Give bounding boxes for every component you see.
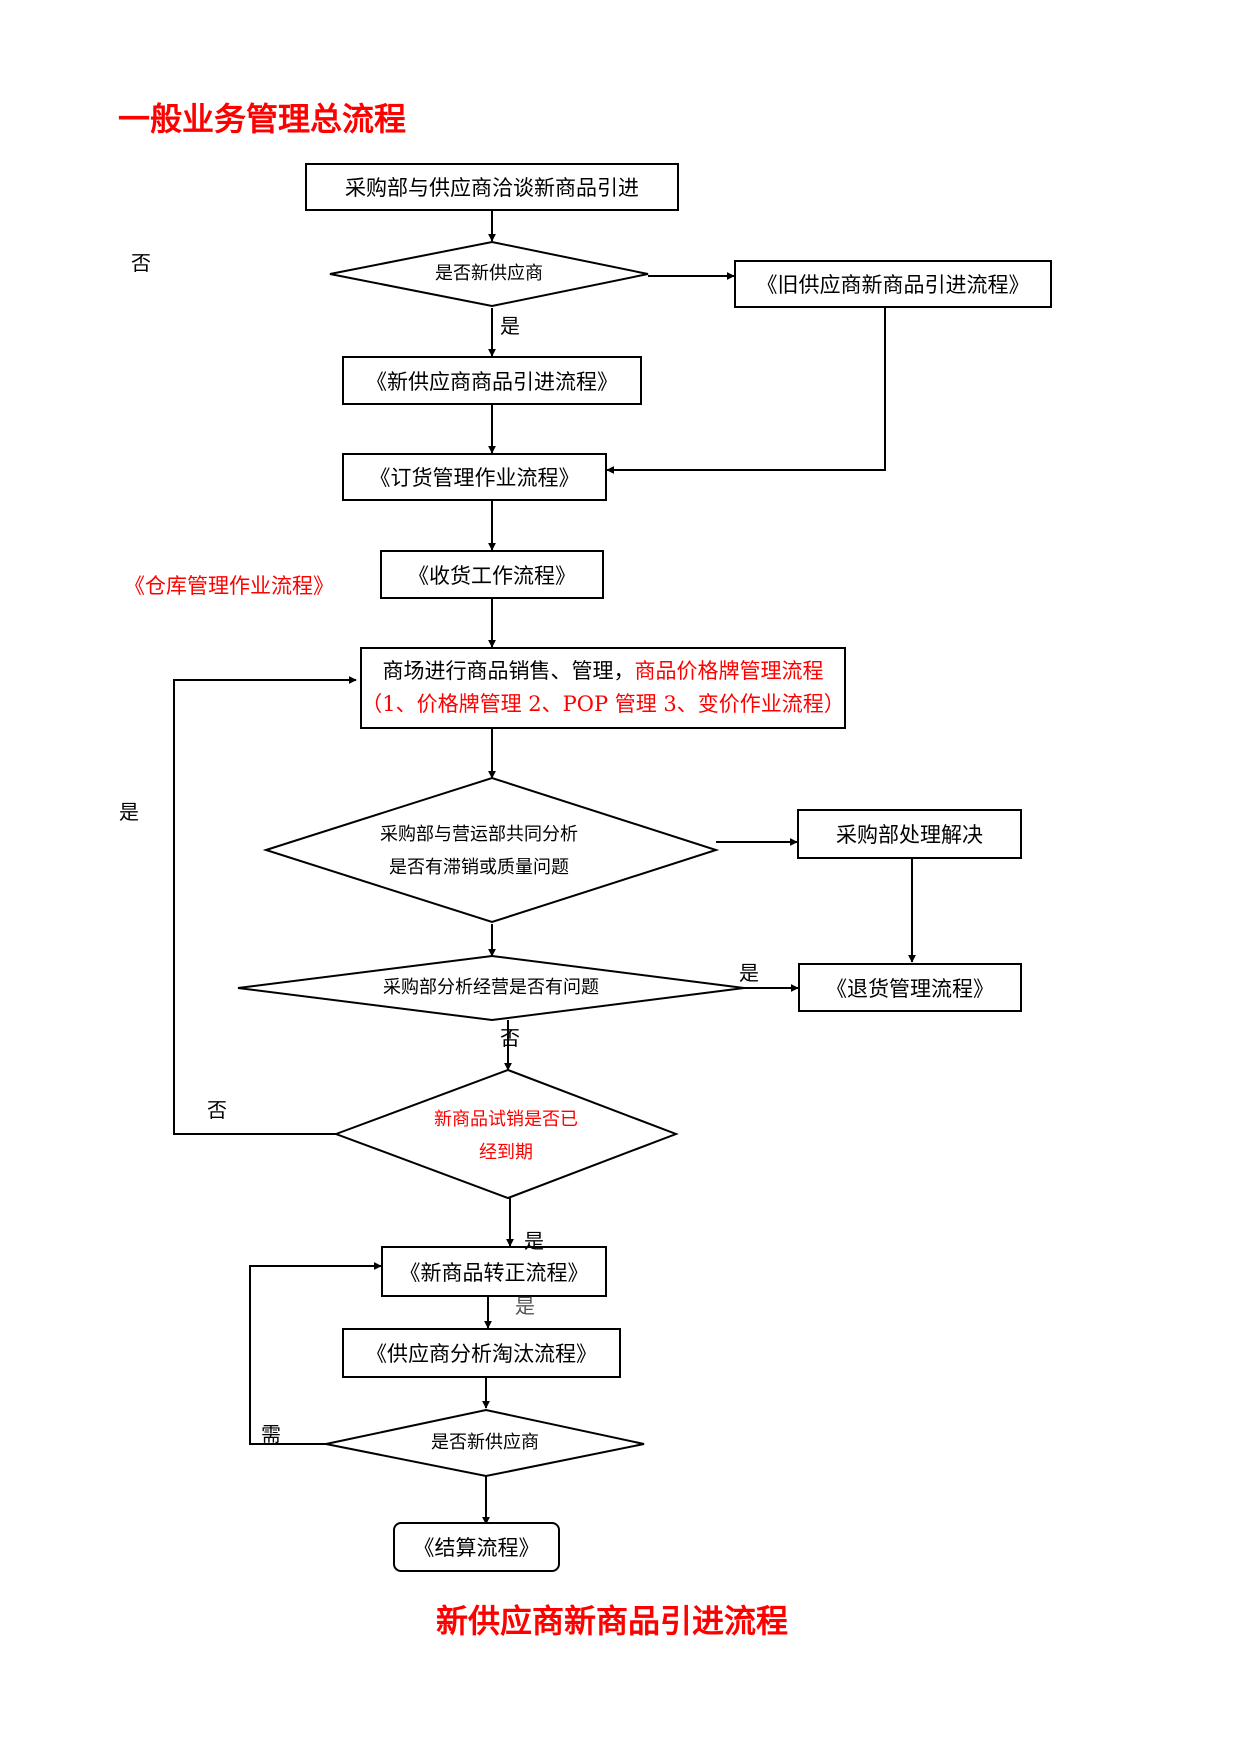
label-yes-new-supplier: 是 — [500, 314, 520, 338]
label-yes-to-return: 是 — [739, 961, 759, 985]
price-tag-flow-link[interactable]: 商品价格牌管理流程 — [634, 659, 824, 683]
label-need: 需 — [261, 1422, 281, 1446]
return-flow-label: 《退货管理流程》 — [826, 976, 994, 1001]
sales-management-box[interactable]: 商场进行商品销售、管理，商品价格牌管理流程 （1、价格牌管理 2、POP 管理 … — [360, 647, 846, 729]
receiving-flow-label: 《收货工作流程》 — [408, 563, 576, 588]
loop-back-to-regularize — [249, 1262, 382, 1445]
old-supplier-flow-label: 《旧供应商新商品引进流程》 — [756, 273, 1030, 297]
supplier-eliminate-flow-label: 《供应商分析淘汰流程》 — [366, 1342, 597, 1366]
purchasing-solve-label: 采购部处理解决 — [836, 823, 983, 847]
decision-purchasing-analysis-text: 采购部分析经营是否有问题 — [383, 977, 599, 998]
return-flow-box[interactable]: 《退货管理流程》 — [798, 963, 1022, 1012]
decision-trial-expired-text: 新商品试销是否已 经到期 — [336, 1103, 676, 1169]
loop-back-to-sales — [173, 676, 357, 1135]
sales-line-2: （1、价格牌管理 2、POP 管理 3、变价作业流程） — [361, 692, 845, 716]
supplier-eliminate-flow-box[interactable]: 《供应商分析淘汰流程》 — [342, 1328, 621, 1378]
regularize-flow-label: 《新商品转正流程》 — [399, 1260, 589, 1285]
decision-new-supplier-2-shape — [325, 1408, 645, 1478]
label-no-top-left: 否 — [131, 251, 151, 275]
trial-expired-line-2: 经到期 — [479, 1142, 533, 1163]
joint-analysis-line-2: 是否有滞销或质量问题 — [389, 857, 569, 878]
warehouse-flow-note[interactable]: 《仓库管理作业流程》 — [124, 574, 334, 598]
sales-line-1: 商场进行商品销售、管理，商品价格牌管理流程 — [383, 655, 824, 688]
sales-line-1-black: 商场进行商品销售、管理， — [382, 659, 635, 683]
arrow-old-to-order — [606, 308, 886, 474]
purchasing-solve-box: 采购部处理解决 — [797, 809, 1022, 859]
receiving-flow-box[interactable]: 《收货工作流程》 — [380, 550, 604, 599]
decision-joint-analysis-text: 采购部与营运部共同分析 是否有滞销或质量问题 — [266, 818, 716, 884]
decision-new-supplier-1-text: 是否新供应商 — [435, 263, 543, 284]
label-yes-after-trial: 是 — [524, 1229, 544, 1253]
decision-trial-expired-shape — [333, 1068, 679, 1200]
new-supplier-flow-box[interactable]: 《新供应商商品引进流程》 — [342, 356, 642, 405]
section-title: 新供应商新商品引进流程 — [436, 1602, 789, 1640]
negotiate-label: 采购部与供应商洽谈新商品引进 — [345, 176, 639, 200]
order-flow-box[interactable]: 《订货管理作业流程》 — [342, 453, 607, 501]
new-supplier-flow-label: 《新供应商商品引进流程》 — [366, 369, 618, 394]
label-no-below-analysis: 否 — [500, 1026, 520, 1050]
decision-joint-analysis-shape — [262, 776, 720, 924]
regularize-flow-box[interactable]: 《新商品转正流程》 — [381, 1246, 607, 1297]
settlement-flow-box[interactable]: 《结算流程》 — [393, 1522, 560, 1572]
decision-new-supplier-1-shape — [329, 240, 649, 308]
label-yes-left-loop: 是 — [119, 800, 139, 824]
label-no-left-loop: 否 — [207, 1098, 227, 1122]
negotiate-box: 采购部与供应商洽谈新商品引进 — [305, 163, 679, 211]
decision-new-supplier-2-text: 是否新供应商 — [431, 1432, 539, 1453]
order-flow-label: 《订货管理作业流程》 — [369, 466, 580, 490]
joint-analysis-line-1: 采购部与营运部共同分析 — [380, 824, 578, 845]
old-supplier-flow-box[interactable]: 《旧供应商新商品引进流程》 — [734, 260, 1052, 308]
label-yes-faint: 是 — [515, 1294, 535, 1318]
trial-expired-line-1: 新商品试销是否已 — [434, 1109, 578, 1130]
decision-purchasing-analysis-shape — [237, 954, 745, 1022]
main-title: 一般业务管理总流程 — [118, 100, 407, 138]
settlement-flow-label: 《结算流程》 — [413, 1536, 540, 1560]
